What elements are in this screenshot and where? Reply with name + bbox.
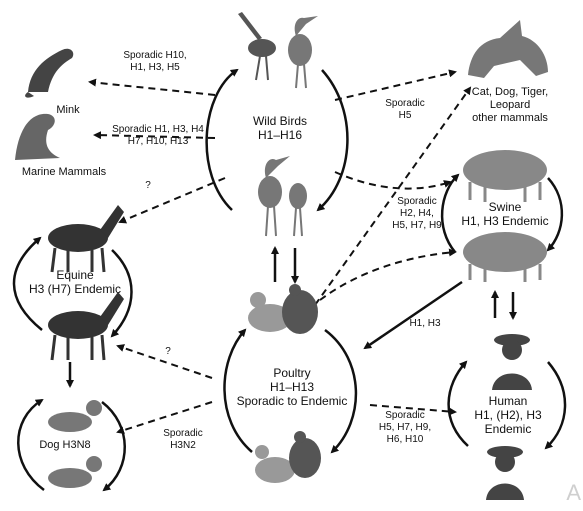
swine-name: Swine [450, 200, 560, 214]
edge-cat-line1: Sporadic [375, 98, 435, 110]
edge-mink-line1: Sporadic H10, [100, 50, 210, 62]
cat-line1: Cat, Dog, Tiger, [450, 86, 570, 99]
marine-mammals-label: Marine Mammals [4, 166, 124, 179]
dog-label: Dog H3N8 [25, 439, 105, 452]
wild-birds-subtypes: H1–H16 [240, 128, 320, 142]
arrow-birds-equine [120, 178, 225, 222]
human-subtypes: H1, (H2), H3 [458, 408, 558, 422]
edge-human-line2: H5, H7, H9, [370, 422, 440, 434]
equine-subtypes: H3 (H7) Endemic [15, 282, 135, 296]
human-label: Human H1, (H2), H3 Endemic [458, 394, 558, 436]
edge-label-equine-question: ? [140, 180, 156, 192]
edge-label-poultry-equine-question: ? [160, 346, 176, 358]
arrow-swine-to-poultry [365, 282, 462, 348]
edge-label-human: Sporadic H5, H7, H9, H6, H10 [370, 410, 440, 446]
mink-icon [25, 49, 73, 98]
edge-label-marine: Sporadic H1, H3, H4 H7, H10, H13 [98, 124, 218, 148]
edge-marine-line2: H7, H10, H13 [98, 136, 218, 148]
cat-icon [468, 20, 548, 78]
poultry-status: Sporadic to Endemic [232, 394, 352, 408]
edge-human-line3: H6, H10 [370, 434, 440, 446]
arrow-birds-swine [335, 172, 450, 189]
crane-icon [238, 12, 276, 80]
swine-label: Swine H1, H3 Endemic [450, 200, 560, 228]
edge-label-swine: Sporadic H2, H4, H5, H7, H9 [382, 196, 452, 232]
arrow-poultry-swine [320, 252, 455, 300]
equine-label: Equine H3 (H7) Endemic [15, 268, 135, 296]
poultry-label: Poultry H1–H13 Sporadic to Endemic [232, 366, 352, 408]
edge-label-cat: Sporadic H5 [375, 98, 435, 122]
watermark: A [566, 480, 581, 506]
edge-dog-line1: Sporadic [148, 428, 218, 440]
human-status: Endemic [458, 422, 558, 436]
edge-label-dog: Sporadic H3N2 [148, 428, 218, 452]
poultry-name: Poultry [232, 366, 352, 380]
poultry-subtypes: H1–H13 [232, 380, 352, 394]
edge-swine-line2: H2, H4, [382, 208, 452, 220]
wild-birds-name: Wild Birds [240, 114, 320, 128]
cat-line2: Leopard [450, 99, 570, 112]
edge-cat-line2: H5 [375, 110, 435, 122]
cat-line3: other mammals [450, 112, 570, 125]
arrow-birds-mink [90, 82, 215, 95]
arrow-birds-cat [335, 72, 455, 100]
edge-mink-line2: H1, H3, H5 [100, 62, 210, 74]
mink-label: Mink [38, 104, 98, 117]
cat-dog-label: Cat, Dog, Tiger, Leopard other mammals [450, 86, 570, 125]
human-name: Human [458, 394, 558, 408]
edge-swine-line3: H5, H7, H9 [382, 220, 452, 232]
edge-dog-line2: H3N2 [148, 440, 218, 452]
edge-label-swine-poultry: H1, H3 [400, 318, 450, 330]
equine-name: Equine [15, 268, 135, 282]
edge-swine-line1: Sporadic [382, 196, 452, 208]
edge-label-mink: Sporadic H10, H1, H3, H5 [100, 50, 210, 74]
edge-marine-line1: Sporadic H1, H3, H4 [98, 124, 218, 136]
edge-human-line1: Sporadic [370, 410, 440, 422]
seal-icon [15, 114, 60, 160]
wild-birds-label: Wild Birds H1–H16 [240, 114, 320, 142]
swine-subtypes: H1, H3 Endemic [450, 214, 560, 228]
